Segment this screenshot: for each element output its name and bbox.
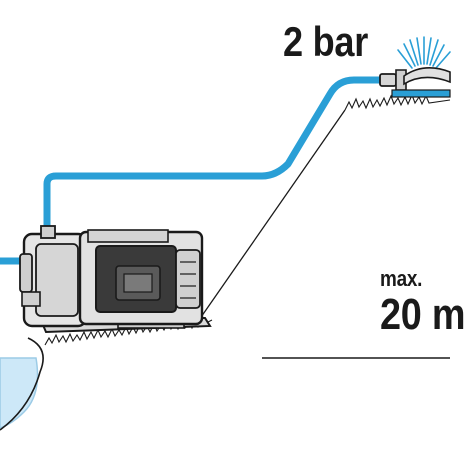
- height-label: 20 m: [380, 290, 465, 339]
- slope-line: [198, 109, 346, 321]
- water-tank-icon: [0, 337, 44, 431]
- pump-diagram: 2 bar max. 20 m: [0, 18, 465, 431]
- garden-pump-icon: [19, 225, 212, 334]
- pressure-label: 2 bar: [283, 18, 369, 65]
- max-label: max.: [380, 266, 423, 291]
- water-hose-icon: [43, 76, 386, 232]
- sprinkler-icon: [379, 36, 451, 98]
- diagram-canvas: [0, 36, 451, 431]
- grass-top: [344, 93, 451, 111]
